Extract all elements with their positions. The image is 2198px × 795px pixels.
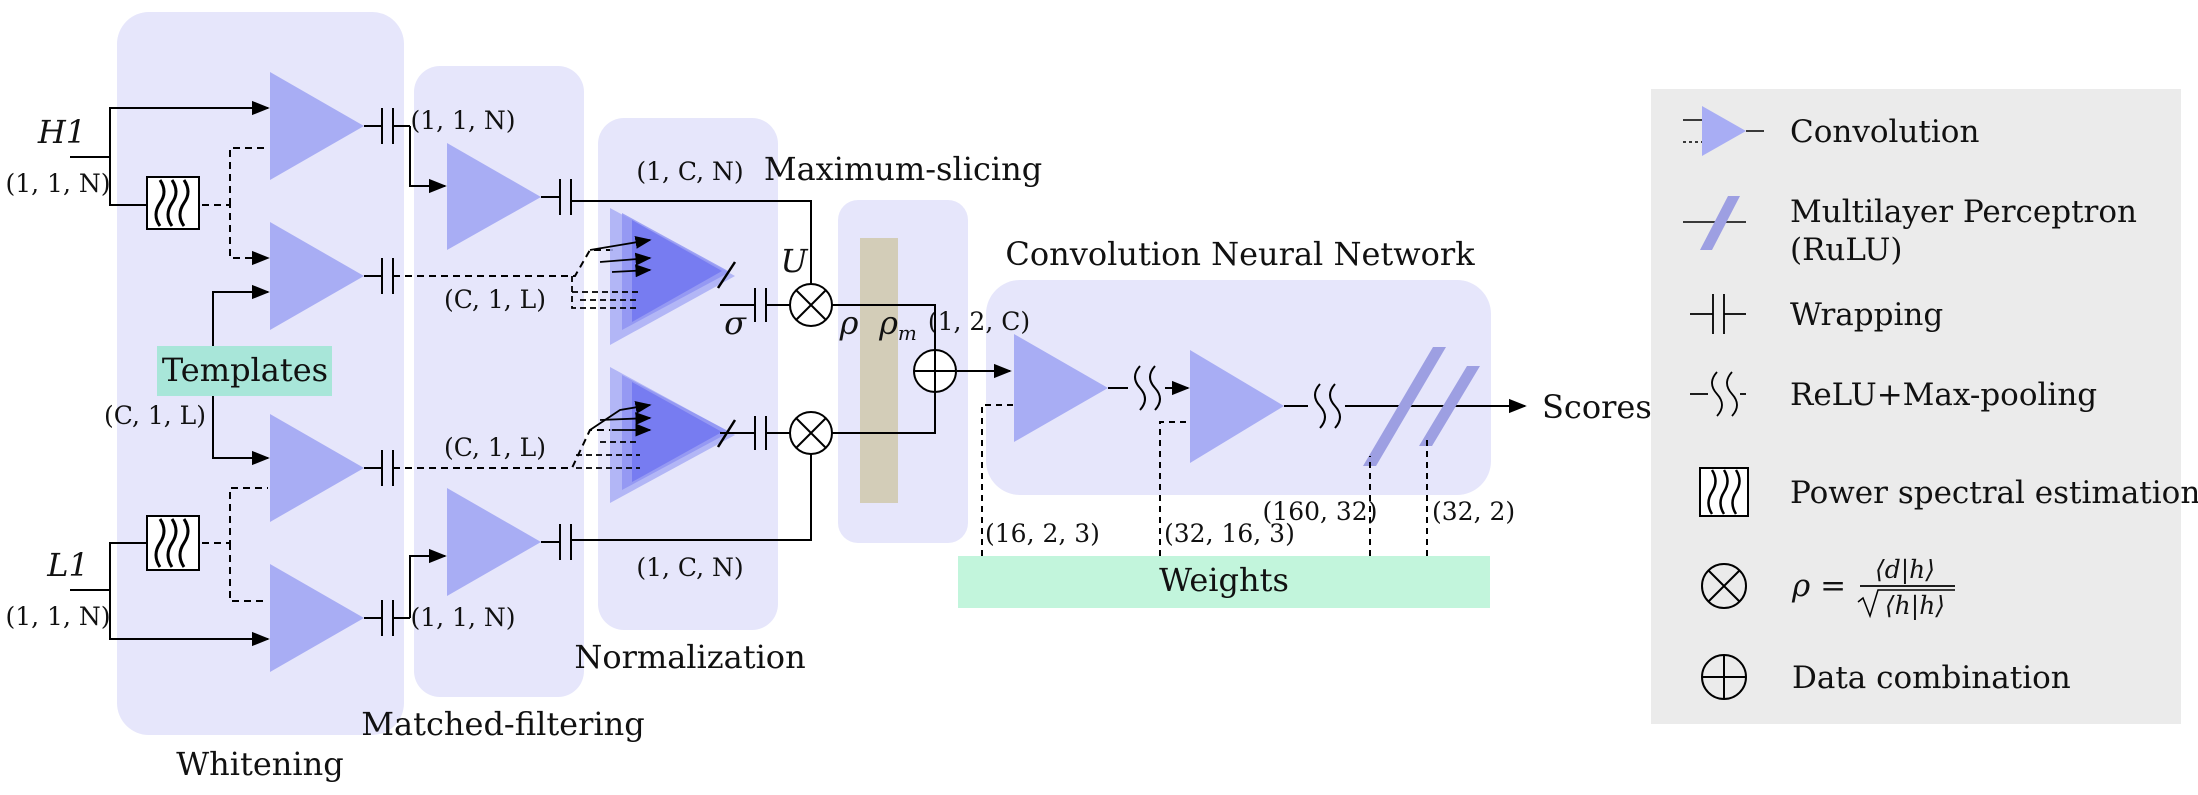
h1-input-shape: (1, 1, N) xyxy=(6,169,111,198)
convolution-icon xyxy=(447,488,541,596)
norm-top-shape: (1, C, N) xyxy=(636,157,743,186)
slicing-bar xyxy=(860,238,898,503)
l1-input-name: L1 xyxy=(46,546,89,584)
legend-otimes-icon xyxy=(1701,563,1747,609)
u-symbol: U xyxy=(781,242,809,280)
legend-mlp-label-2: (RuLU) xyxy=(1790,232,1903,268)
normalization-stack-top xyxy=(571,208,737,345)
mf-top-out-shape: (1, 1, N) xyxy=(411,106,516,135)
weight-shape-1: (16, 2, 3) xyxy=(985,519,1100,548)
rho-m-symbol: ρm xyxy=(878,304,917,345)
norm-bottom-shape: (1, C, N) xyxy=(636,553,743,582)
weight-shape-2: (32, 16, 3) xyxy=(1164,519,1295,548)
mf-bottom-out-shape: (1, 1, N) xyxy=(411,603,516,632)
cnn-label: Convolution Neural Network xyxy=(1005,235,1475,273)
sigma-symbol: σ xyxy=(724,304,747,342)
mlp-icon xyxy=(1363,347,1446,466)
legend-wrapping-icon xyxy=(1690,294,1746,334)
relu-maxpool-icon xyxy=(1284,383,1527,429)
power-spectral-icon xyxy=(146,176,200,230)
legend-rho-prefix: ρ = xyxy=(1791,568,1846,604)
whitening-label: Whitening xyxy=(176,745,343,783)
legend-rho-numerator: ⟨d|h⟩ xyxy=(1875,555,1935,585)
legend-convolution-label: Convolution xyxy=(1790,114,1979,150)
templates-routing xyxy=(212,284,270,466)
legend-power-spectral-label: Power spectral estimation xyxy=(1790,475,2198,511)
legend-relu-maxpool-icon xyxy=(1690,371,1746,417)
legend-power-spectral-icon xyxy=(1699,467,1749,517)
legend-panel xyxy=(1651,89,2181,724)
weights-routing xyxy=(981,404,1428,556)
legend-oplus-label: Data combination xyxy=(1792,660,2071,696)
otimes-icon xyxy=(789,283,833,327)
l1-routing xyxy=(70,487,270,647)
rho-symbol: ρ xyxy=(839,304,859,342)
combine-out-shape: (1, 2, C) xyxy=(928,307,1030,336)
maximum-slicing-label: Maximum-slicing xyxy=(764,150,1042,188)
wrapping-icon xyxy=(541,179,812,285)
legend-mlp-label: Multilayer Perceptron xyxy=(1790,194,2137,230)
weights-box xyxy=(958,556,1490,608)
templates-shape: (C, 1, L) xyxy=(104,401,206,430)
convolution-icon xyxy=(270,414,364,522)
weight-shape-4: (32, 2) xyxy=(1432,497,1515,526)
weights-label: Weights xyxy=(1159,561,1289,599)
wrapping-icon xyxy=(364,600,410,636)
l1-input-shape: (1, 1, N) xyxy=(6,602,111,631)
legend-wrapping-label: Wrapping xyxy=(1790,297,1943,333)
otimes-icon xyxy=(789,411,833,455)
h1-routing xyxy=(70,100,270,266)
legend-convolution-icon xyxy=(1683,106,1764,156)
convolution-icon xyxy=(1014,334,1108,442)
relu-maxpool-icon xyxy=(1108,365,1190,411)
wrapping-icon xyxy=(541,453,812,560)
legend-rho-denominator: ⟨h|h⟩ xyxy=(1885,591,1945,621)
legend-relu-maxpool-label: ReLU+Max-pooling xyxy=(1790,377,2097,413)
convolution-icon xyxy=(1190,350,1284,463)
convolution-icon xyxy=(447,143,541,250)
mlp-icon xyxy=(1419,366,1480,446)
matched-filtering-routing xyxy=(393,126,616,618)
h1-input-name: H1 xyxy=(37,113,86,151)
legend-oplus-icon xyxy=(1701,654,1747,700)
templates-label: Templates xyxy=(162,351,328,389)
wrapping-icon xyxy=(364,108,410,144)
power-spectral-icon xyxy=(146,515,200,571)
matched-filtering-label: Matched-filtering xyxy=(361,705,644,743)
convolution-icon xyxy=(270,564,364,672)
combine-routing xyxy=(832,304,1012,434)
mf-top-templates-shape: (C, 1, L) xyxy=(444,285,546,314)
templates-box: Templates xyxy=(157,346,332,396)
wrapping-icon xyxy=(720,288,790,322)
convolution-icon xyxy=(270,72,364,180)
normalization-stack-bottom xyxy=(576,367,737,503)
scores-output: Scores xyxy=(1542,388,1652,426)
convolution-icon xyxy=(270,222,364,330)
oplus-icon xyxy=(913,349,957,393)
legend-rho-sqrt xyxy=(1857,589,1955,619)
wrapping-icon xyxy=(720,416,790,450)
legend-mlp-icon xyxy=(1683,196,1746,250)
mf-bottom-templates-shape: (C, 1, L) xyxy=(444,433,546,462)
normalization-label: Normalization xyxy=(574,638,805,676)
weight-shape-3: (160, 32) xyxy=(1263,497,1378,526)
